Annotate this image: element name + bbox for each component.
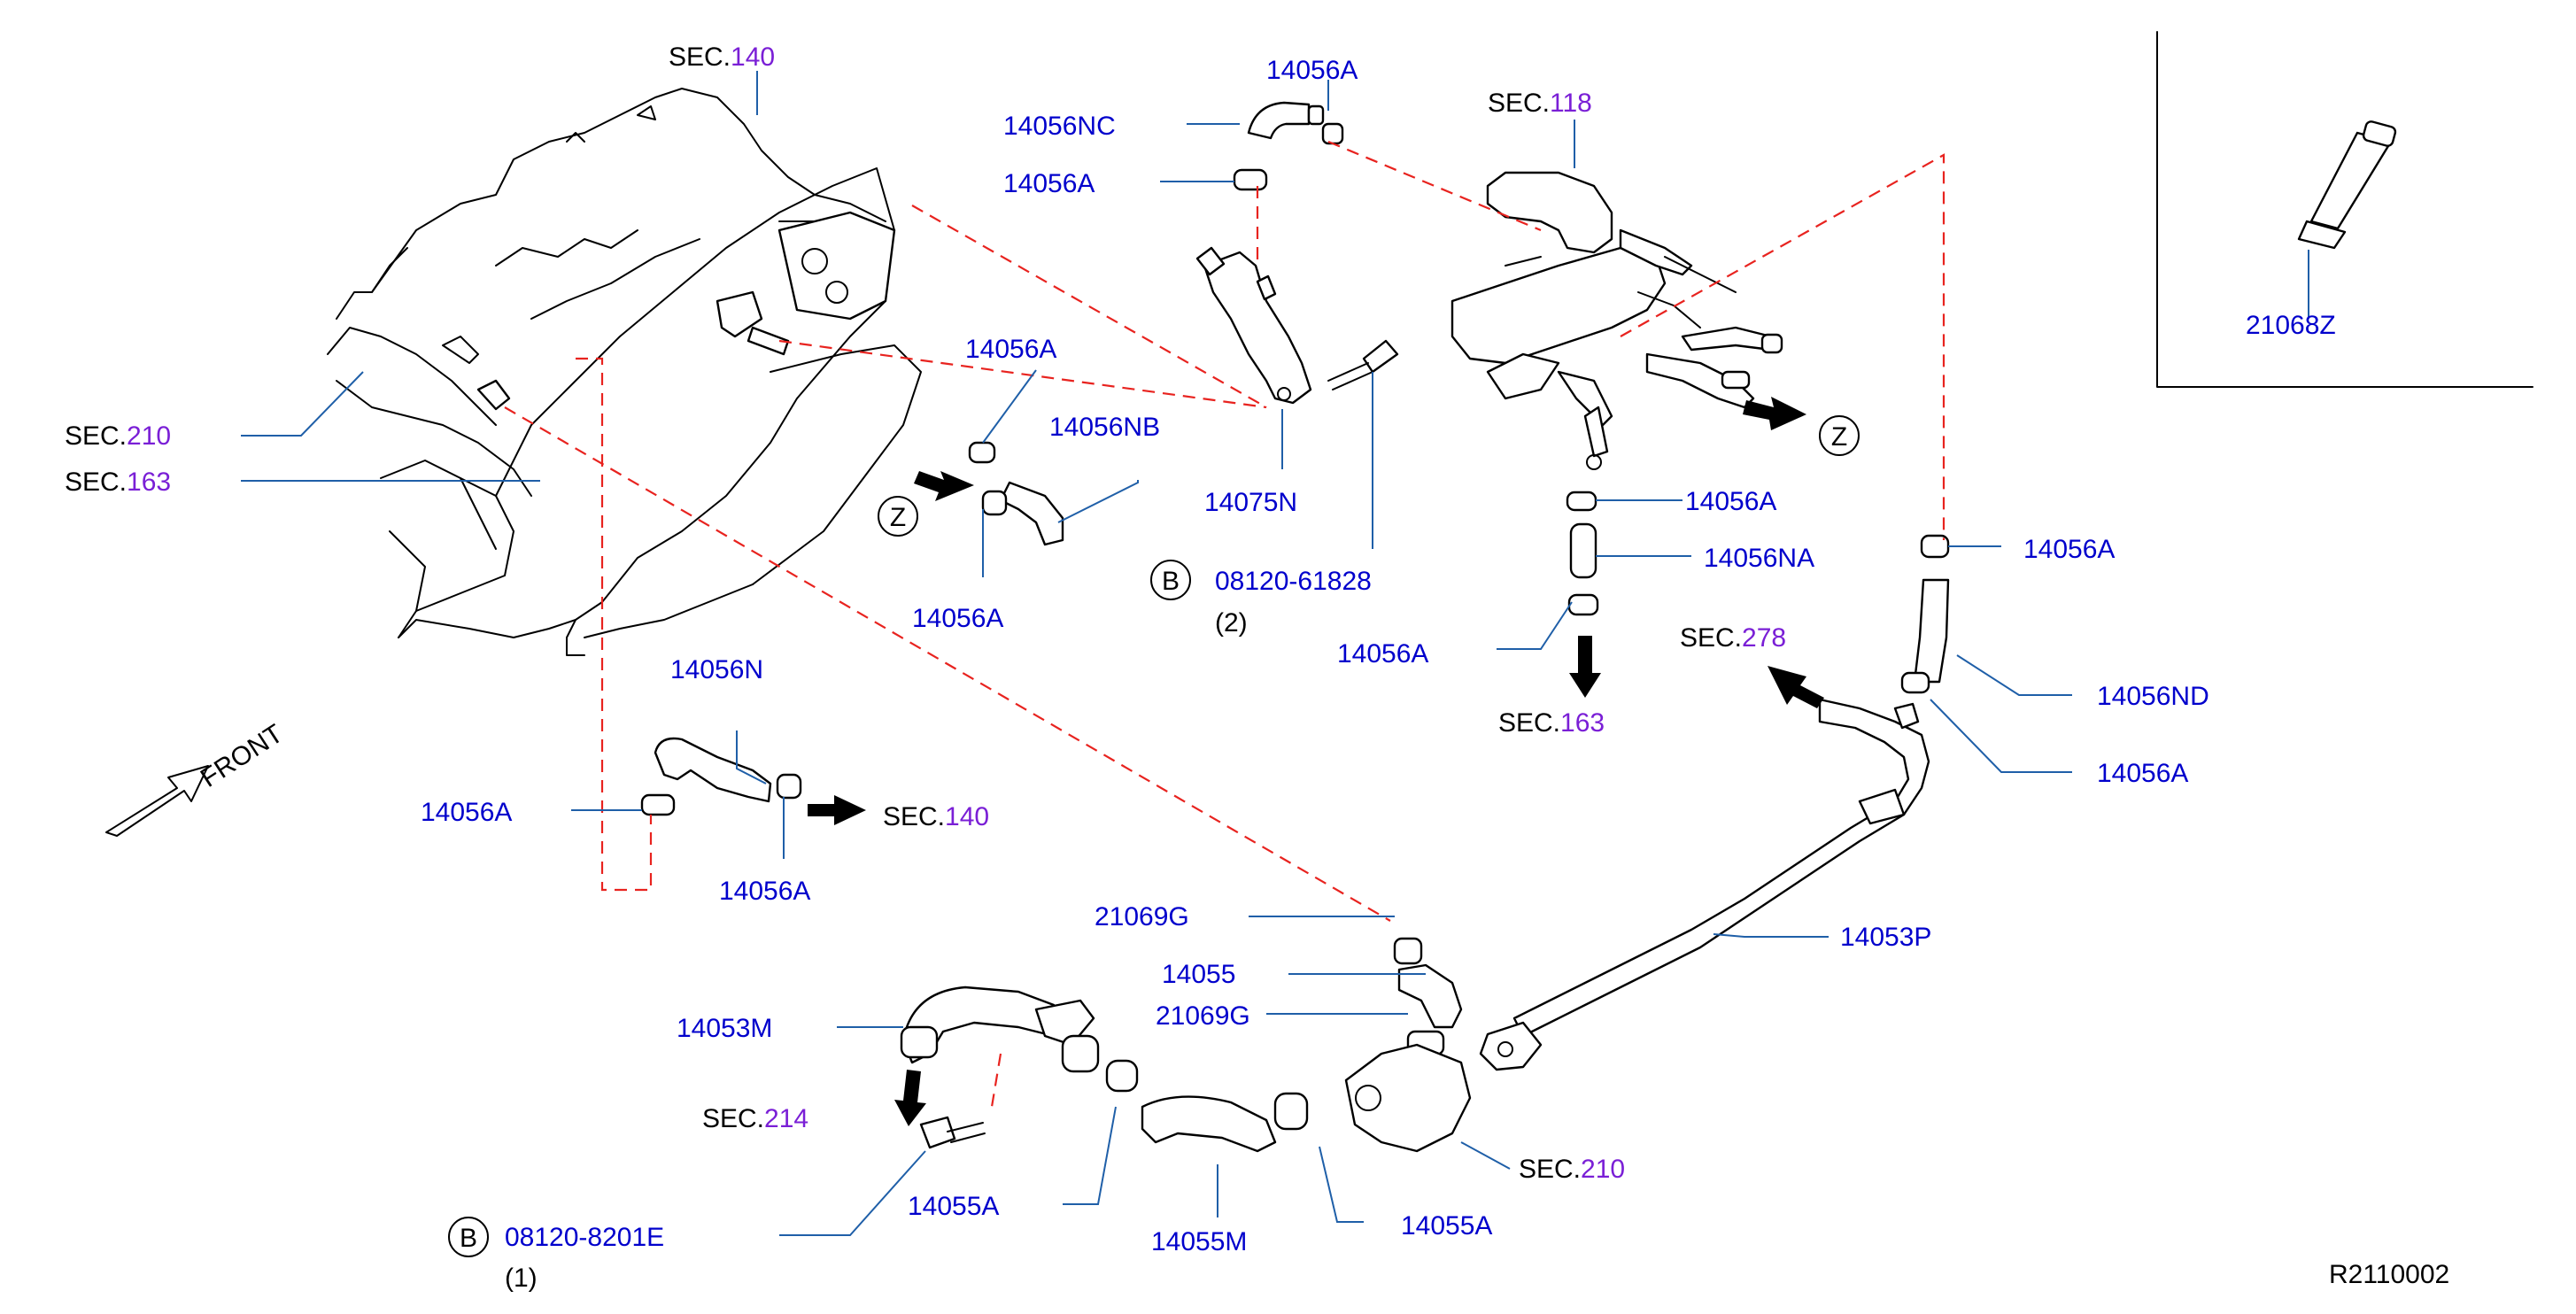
sec-140-mid: SEC.140 [883, 802, 989, 831]
arrow-to-sec140 [808, 795, 866, 825]
water-pump-hoses [900, 937, 1472, 1153]
sealant-tube-21068z [2297, 120, 2397, 250]
hose-14056nc [1195, 101, 1399, 405]
part-14056nd: 14056ND [2097, 682, 2209, 711]
front-arrow-icon [105, 765, 209, 837]
part-08120-8201e: 08120-8201E [505, 1223, 664, 1252]
part-14075n: 14075N [1204, 488, 1297, 517]
pipe-14053p [1479, 534, 1950, 1071]
arrow-to-sec214 [894, 1070, 926, 1126]
part-14056nc: 14056NC [1003, 112, 1116, 141]
b-marker-top [1150, 560, 1191, 600]
sec-278: SEC.278 [1680, 623, 1786, 653]
sec-163-right: SEC.163 [1498, 708, 1605, 738]
part-14053m: 14053M [677, 1014, 772, 1043]
sec-140-top: SEC.140 [669, 43, 775, 72]
part-14055a-2: 14055A [1401, 1211, 1492, 1241]
b-marker-bottom [448, 1217, 489, 1257]
part-14056a-3: 14056A [965, 335, 1056, 364]
qty-2: (2) [1215, 608, 1248, 638]
arrow-to-sec278 [1768, 666, 1824, 708]
sec-210-bottom: SEC.210 [1519, 1155, 1625, 1184]
part-21069g-2: 21069G [1156, 1001, 1250, 1031]
z-label-left: Z [890, 503, 906, 532]
sec-163-left: SEC.163 [65, 468, 171, 497]
arrow-to-z-left [914, 471, 974, 501]
b-label-bottom: B [460, 1224, 477, 1253]
part-14053p: 14053P [1840, 923, 1931, 952]
part-14056a-9: 14056A [421, 798, 512, 827]
circle-markers: Z Z B B [448, 415, 1860, 1257]
sec-118: SEC.118 [1488, 89, 1592, 118]
part-14056a-4: 14056A [912, 604, 1003, 633]
arrow-to-sec163 [1569, 636, 1601, 698]
labels: SEC.140 SEC.118 SEC.210 SEC.163 SEC.140 … [65, 43, 2449, 1293]
sec-210-left: SEC.210 [65, 421, 171, 451]
hose-14056nb [968, 441, 1064, 546]
part-14056a-7: 14056A [2023, 535, 2115, 564]
hose-14056n [640, 737, 802, 816]
part-14056a-2: 14056A [1003, 169, 1095, 198]
part-14056n: 14056N [670, 655, 763, 684]
part-14055a-1: 14055A [908, 1192, 999, 1221]
reference-code: R2110002 [2329, 1260, 2449, 1289]
part-14056a-5: 14056A [1685, 487, 1776, 516]
part-14055: 14055 [1162, 960, 1235, 989]
part-14056na: 14056NA [1704, 544, 1814, 573]
sec-214: SEC.214 [702, 1104, 808, 1133]
qty-1: (1) [505, 1264, 538, 1293]
engine-illustration [327, 88, 922, 656]
part-14056nb: 14056NB [1049, 413, 1160, 442]
reference-dashed-lines [504, 140, 1946, 1108]
z-marker-right [1819, 415, 1860, 456]
part-14056a-8: 14056A [2097, 759, 2188, 788]
inset-box [2156, 31, 2533, 388]
part-21068z: 21068Z [2246, 311, 2336, 340]
flow-arrows [105, 397, 1824, 1126]
arrow-to-z-right [1743, 397, 1806, 430]
z-marker-left [878, 496, 918, 537]
part-14055m: 14055M [1151, 1227, 1247, 1256]
water-outlet-assembly [1450, 171, 1783, 470]
part-08120-61828: 08120-61828 [1215, 567, 1372, 596]
part-14056a-10: 14056A [719, 877, 810, 906]
leader-lines [241, 71, 2309, 1236]
hose-14056na [1566, 491, 1599, 616]
part-21069g-1: 21069G [1095, 902, 1189, 931]
z-label-right: Z [1831, 422, 1847, 452]
part-14056a-1: 14056A [1266, 56, 1358, 85]
front-label: FRONT [196, 719, 289, 793]
b-label-top: B [1162, 567, 1180, 596]
part-14056a-6: 14056A [1337, 639, 1428, 669]
